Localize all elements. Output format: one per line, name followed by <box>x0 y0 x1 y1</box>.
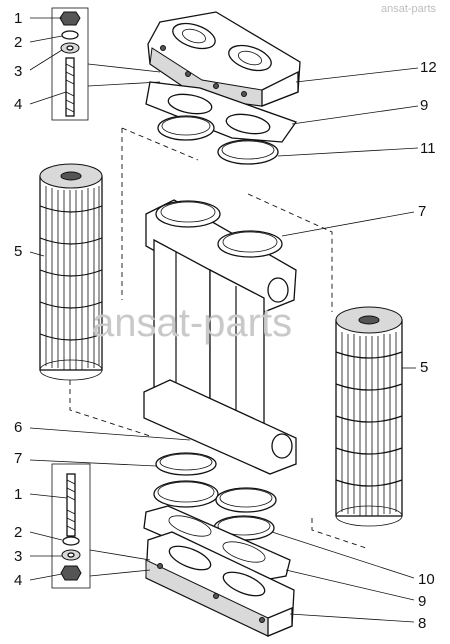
callout-3-top: 3 <box>14 63 22 80</box>
bottom-gasket <box>143 505 291 581</box>
housing-top-rings <box>155 200 283 258</box>
callout-6: 6 <box>14 419 22 436</box>
top-washer-a <box>61 30 79 40</box>
callout-7-bottom: 7 <box>14 450 22 467</box>
callout-9-top: 9 <box>420 97 428 114</box>
bottom-kit-callouts: 1 2 3 4 <box>14 486 68 589</box>
callout-12: 12 <box>420 59 437 76</box>
top-fastener-kit <box>51 7 161 121</box>
callout-1-top: 1 <box>14 10 22 27</box>
callout-7-top: 7 <box>418 203 426 220</box>
callout-3-bottom: 3 <box>14 548 22 565</box>
bottom-washer-a <box>62 536 80 546</box>
bottom-fastener-kit <box>51 463 151 589</box>
watermark-center: ansat-parts <box>92 301 292 345</box>
callout-5-right: 5 <box>420 359 428 376</box>
housing-side-port-bottom <box>271 433 293 459</box>
bottom-kit-frame <box>51 463 91 589</box>
bottom-stud <box>66 473 76 537</box>
callout-10: 10 <box>418 571 435 588</box>
callout-1-bottom: 1 <box>14 486 22 503</box>
callout-4-top: 4 <box>14 96 22 113</box>
top-seal-rings <box>157 115 279 165</box>
filter-element-right <box>335 306 403 527</box>
bottom-rings <box>153 452 277 513</box>
callout-5-left: 5 <box>14 243 22 260</box>
top-gasket <box>145 81 298 143</box>
housing-side-port-top <box>267 277 289 303</box>
callout-4-bottom: 4 <box>14 572 22 589</box>
top-cover <box>147 11 301 107</box>
callout-2-bottom: 2 <box>14 524 22 541</box>
callout-11: 11 <box>420 140 436 157</box>
base-plate <box>145 531 295 637</box>
top-kit-callouts: 1 2 3 4 <box>14 10 67 113</box>
filter-housing <box>143 199 297 475</box>
bottom-nut <box>60 565 82 581</box>
top-bolt-head <box>59 11 81 26</box>
callout-2-top: 2 <box>14 34 22 51</box>
top-stud <box>65 57 75 117</box>
filter-element-left <box>39 163 103 381</box>
cover-port-right <box>228 44 272 72</box>
callout-8: 8 <box>418 615 426 632</box>
alignment-guides <box>69 127 367 549</box>
callout-9-bottom: 9 <box>418 593 426 610</box>
cover-port-left <box>172 22 216 50</box>
watermark-top: ansat-parts <box>381 3 437 15</box>
